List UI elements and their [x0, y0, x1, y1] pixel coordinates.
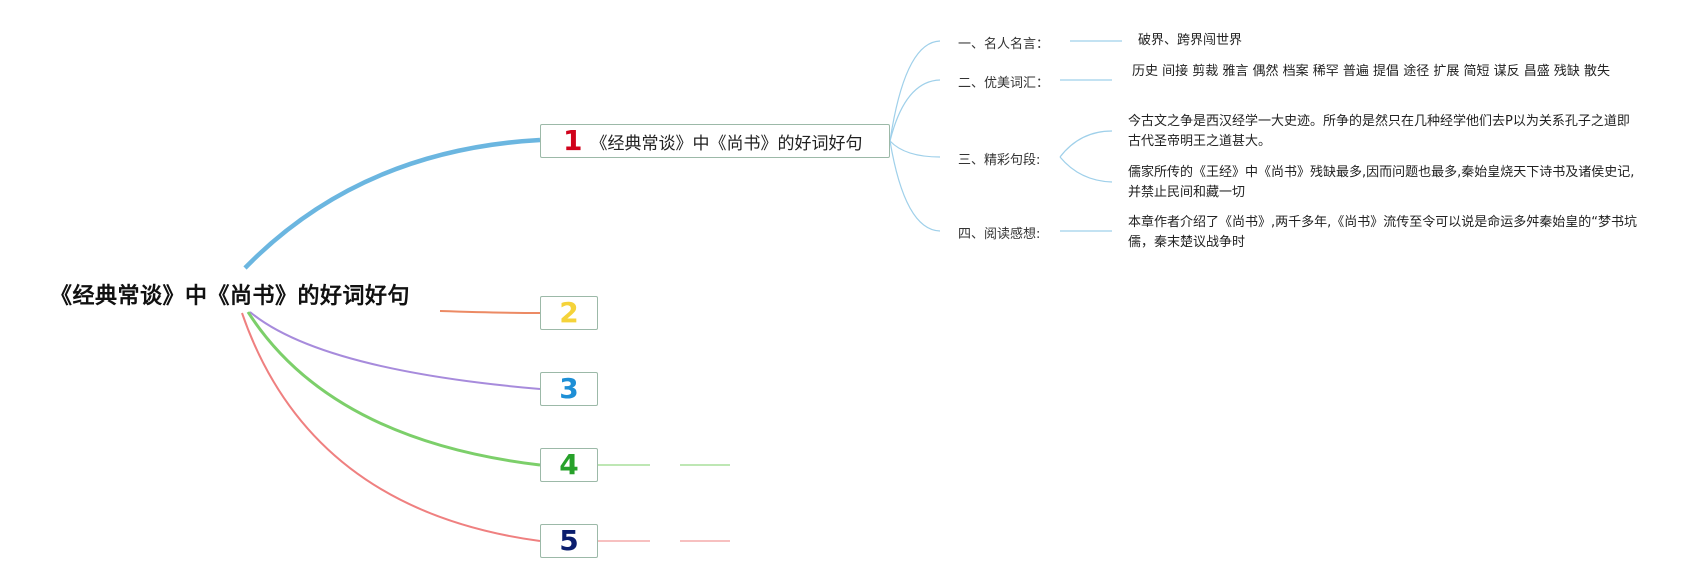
connector-root-to-3	[249, 311, 541, 390]
branch-label-1: 《经典常谈》中《尚书》的好词好句	[590, 133, 863, 154]
branch-node-5[interactable]: 5	[540, 524, 598, 558]
branch-node-3[interactable]: 3	[540, 372, 598, 406]
branch-number-5: 5	[559, 524, 579, 557]
section-label-passages[interactable]: 三、精彩句段:	[958, 153, 1041, 168]
branch-number-3: 3	[559, 372, 579, 405]
connector-section-3-detail-a	[1059, 130, 1113, 158]
connector-1-to-section-1	[889, 40, 941, 142]
detail-vocabulary[interactable]: 历史 间接 剪裁 雅言 偶然 档案 稀罕 普遍 提倡 途径 扩展 简短 谋反 昌…	[1132, 64, 1610, 79]
detail-passage-2[interactable]: 儒家所传的《王经》中《尚书》残缺最多,因而问题也最多,秦始皇烧天下诗书及诸侯史记…	[1128, 165, 1635, 200]
detail-quote[interactable]: 破界、跨界闯世界	[1138, 33, 1243, 48]
branch-node-1[interactable]: 1 《经典常谈》中《尚书》的好词好句	[540, 124, 890, 158]
section-label-quotes[interactable]: 一、名人名言：	[958, 37, 1050, 52]
connector-1-to-section-2	[889, 79, 941, 142]
connector-root-to-4	[246, 311, 541, 467]
branch-node-2[interactable]: 2	[540, 296, 598, 330]
detail-passage-1[interactable]: 今古文之争是西汉经学一大史迹。所争的是然只在几种经学他们去P以为关系孔子之道即古…	[1128, 114, 1630, 149]
connector-1-to-section-4	[889, 140, 941, 232]
connector-root-to-1	[243, 137, 541, 270]
root-topic[interactable]: 《经典常谈》中《尚书》的好词好句	[50, 284, 411, 309]
branch-number-1: 1	[563, 124, 583, 157]
connector-root-to-5	[241, 312, 541, 542]
detail-reflection[interactable]: 本章作者介绍了《尚书》,两千多年,《尚书》流传至令可以说是命运多舛秦始皇的“梦书…	[1128, 215, 1638, 250]
section-label-vocabulary[interactable]: 二、优美词汇：	[958, 76, 1050, 91]
section-label-reflection[interactable]: 四、阅读感想:	[958, 227, 1041, 242]
branch-number-4: 4	[559, 448, 579, 481]
connector-1-to-section-3	[889, 140, 941, 158]
connector-section-3-detail-b	[1059, 156, 1113, 183]
connector-root-to-2	[439, 310, 541, 314]
branch-number-2: 2	[559, 296, 579, 329]
branch-node-4[interactable]: 4	[540, 448, 598, 482]
